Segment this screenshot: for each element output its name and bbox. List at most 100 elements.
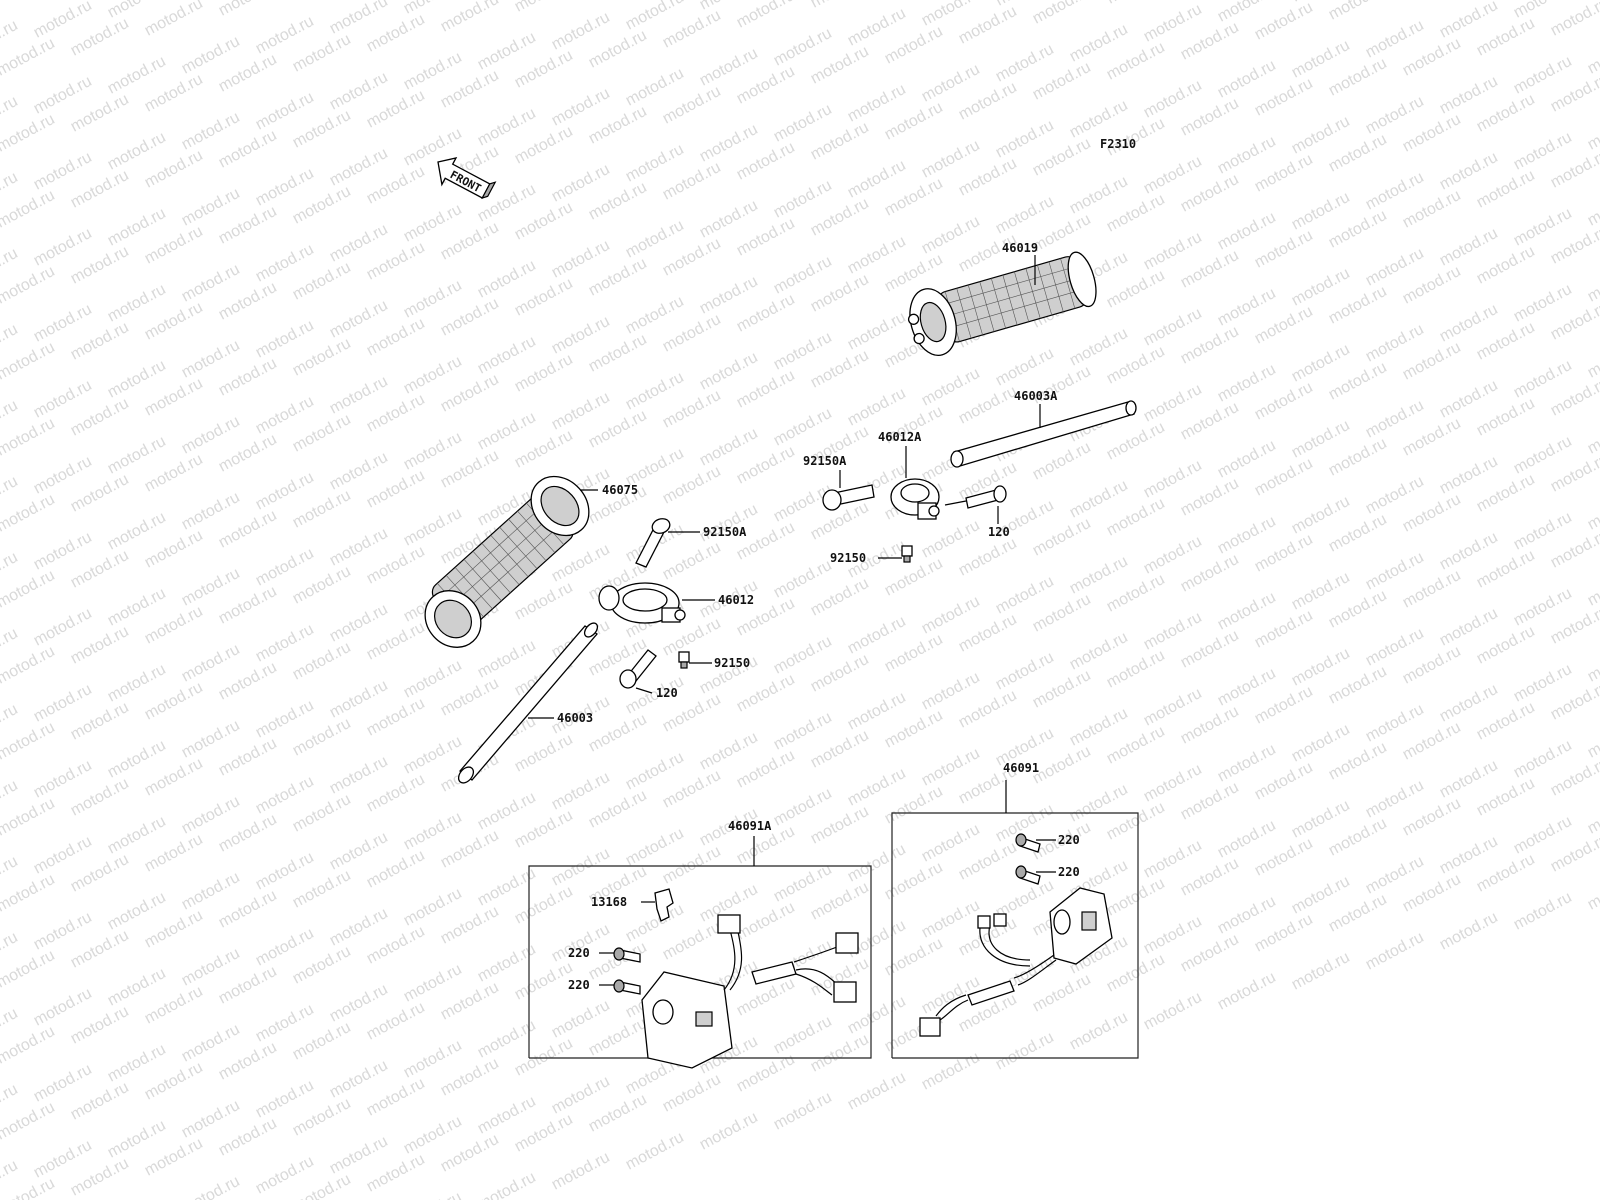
watermark-text: motod.ru — [1252, 379, 1316, 424]
watermark-text: motod.ru — [734, 747, 798, 792]
watermark-text: motod.ru — [808, 119, 872, 164]
watermark-text: motod.ru — [438, 979, 502, 1024]
watermark-text: motod.ru — [1178, 551, 1242, 596]
watermark-text: motod.ru — [1400, 187, 1464, 232]
watermark-text: motod.ru — [1326, 663, 1390, 708]
watermark-text: motod.ru — [734, 443, 798, 488]
watermark-text: motod.ru — [882, 707, 946, 752]
watermark-text: motod.ru — [216, 431, 280, 476]
watermark-text: motod.ru — [364, 1151, 428, 1196]
watermark-text: motod.ru — [290, 1095, 354, 1140]
watermark-text: motod.ru — [290, 715, 354, 760]
watermark-text: motod.ru — [1178, 95, 1242, 140]
watermark-text: motod.ru — [623, 1129, 687, 1174]
watermark-text: motod.ru — [1474, 623, 1538, 668]
watermark-text: motod.ru — [364, 467, 428, 512]
watermark-text: motod.ru — [1030, 743, 1094, 788]
label-220-right-2: 220 — [1058, 865, 1080, 879]
watermark-text: motod.ru — [1548, 0, 1600, 40]
left-grip — [424, 475, 590, 648]
watermark-text: motod.ru — [1400, 871, 1464, 916]
watermark-text: motod.ru — [364, 163, 428, 208]
watermark-text: motod.ru — [1178, 627, 1242, 672]
watermark-text: motod.ru — [0, 567, 58, 612]
watermark-text: motod.ru — [808, 575, 872, 620]
watermark-text: motod.ru — [1030, 515, 1094, 560]
watermark-text: motod.ru — [1326, 283, 1390, 328]
watermark-text: motod.ru — [1030, 439, 1094, 484]
watermark-text: motod.ru — [0, 1175, 58, 1200]
watermark-text: motod.ru — [845, 1069, 909, 1114]
watermark-text: motod.ru — [438, 371, 502, 416]
watermark-text: motod.ru — [1474, 243, 1538, 288]
watermark-text: motod.ru — [660, 311, 724, 356]
watermark-text: motod.ru — [68, 395, 132, 440]
watermark-text: motod.ru — [438, 67, 502, 112]
label-92150-right: 92150 — [830, 551, 866, 565]
watermark-text: motod.ru — [290, 411, 354, 456]
watermark-text: motod.ru — [771, 1089, 835, 1134]
watermark-text: motod.ru — [549, 1149, 613, 1194]
watermark-text: motod.ru — [1400, 111, 1464, 156]
watermark-text: motod.ru — [882, 175, 946, 220]
label-46003a: 46003A — [1014, 389, 1058, 403]
watermark-text: motod.ru — [0, 415, 58, 460]
watermark-text: motod.ru — [1400, 567, 1464, 612]
watermark-text: motod.ru — [1474, 319, 1538, 364]
watermark-text: motod.ru — [1585, 413, 1600, 458]
watermark-text: motod.ru — [734, 63, 798, 108]
watermark-text: motod.ru — [1585, 489, 1600, 534]
watermark-text: motod.ru — [216, 963, 280, 1008]
watermark-text: motod.ru — [438, 1055, 502, 1100]
watermark-text: motod.ru — [512, 959, 576, 1004]
watermark-text: motod.ru — [142, 527, 206, 572]
watermark-text: motod.ru — [1363, 929, 1427, 974]
watermark-text: motod.ru — [0, 339, 58, 384]
watermark-text: motod.ru — [0, 263, 58, 308]
watermark-text: motod.ru — [0, 719, 58, 764]
watermark-text: motod.ru — [68, 1079, 132, 1124]
watermark-text: motod.ru — [216, 355, 280, 400]
watermark-text: motod.ru — [438, 827, 502, 872]
watermark-text: motod.ru — [1252, 911, 1316, 956]
watermark-text: motod.ru — [142, 147, 206, 192]
watermark-text: motod.ru — [512, 731, 576, 776]
watermark-text: motod.ru — [1326, 891, 1390, 936]
watermark-text: motod.ru — [364, 87, 428, 132]
watermark-text: motod.ru — [808, 43, 872, 88]
watermark-text: motod.ru — [512, 0, 576, 16]
watermark-text: motod.ru — [68, 623, 132, 668]
watermark-text: motod.ru — [1104, 0, 1168, 8]
label-120-left: 120 — [656, 686, 678, 700]
watermark-text: motod.ru — [1030, 211, 1094, 256]
watermark-text: motod.ru — [1585, 0, 1600, 2]
watermark-text: motod.ru — [882, 631, 946, 676]
label-220-left-2: 220 — [568, 978, 590, 992]
watermark-text: motod.ru — [512, 123, 576, 168]
watermark-text: motod.ru — [1104, 419, 1168, 464]
watermark-text: motod.ru — [0, 795, 58, 840]
watermark-text: motod.ru — [512, 351, 576, 396]
watermark-text: motod.ru — [1178, 399, 1242, 444]
watermark-text: motod.ru — [290, 1019, 354, 1064]
watermark-text: motod.ru — [364, 923, 428, 968]
watermark-text: motod.ru — [0, 491, 58, 536]
right-handlebar — [950, 400, 1137, 468]
watermark-text: motod.ru — [1326, 207, 1390, 252]
watermark-text: motod.ru — [364, 771, 428, 816]
watermark-text: motod.ru — [216, 203, 280, 248]
watermark-text: motod.ru — [68, 1155, 132, 1200]
watermark-text: motod.ru — [216, 811, 280, 856]
label-120-right: 120 — [988, 525, 1010, 539]
watermark-text: motod.ru — [660, 159, 724, 204]
watermark-text: motod.ru — [1474, 91, 1538, 136]
watermark-text: motod.ru — [956, 79, 1020, 124]
watermark-text: motod.ru — [1400, 643, 1464, 688]
watermark-text: motod.ru — [364, 619, 428, 664]
left-holder — [598, 582, 686, 624]
watermark-text: motod.ru — [1252, 227, 1316, 272]
watermark-text: motod.ru — [1474, 775, 1538, 820]
watermark-text: motod.ru — [1326, 587, 1390, 632]
watermark-text: motod.ru — [1030, 591, 1094, 636]
watermark-text: motod.ru — [1326, 739, 1390, 784]
